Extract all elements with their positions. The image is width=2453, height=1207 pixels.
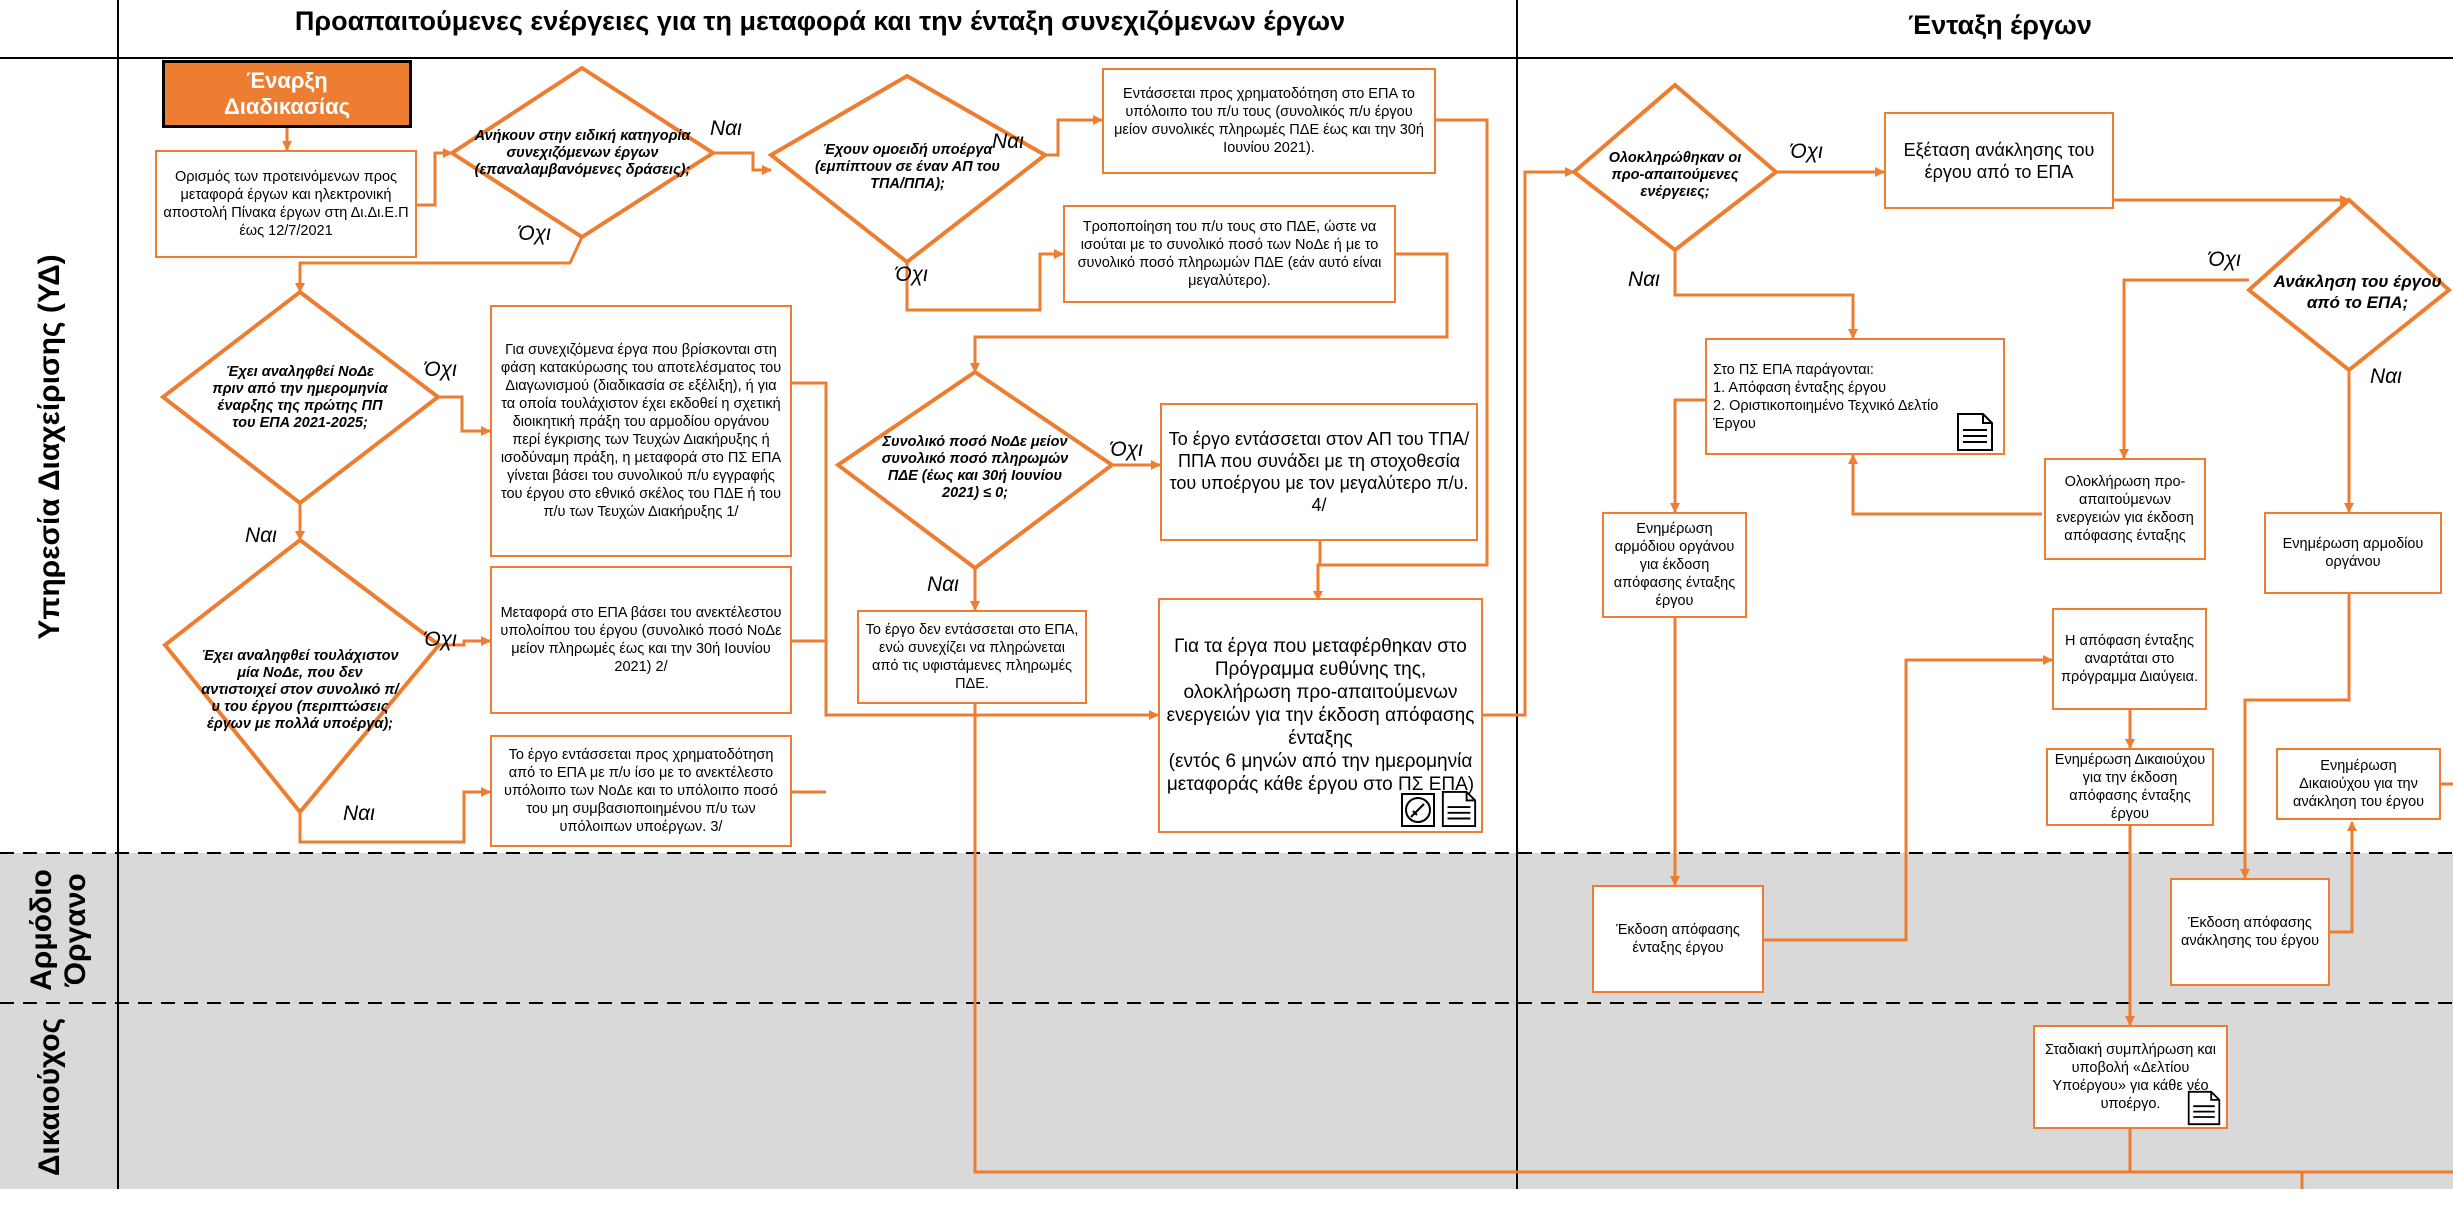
- label-yes-anafthei: Ναι: [245, 524, 277, 547]
- label-no-anikoun: Όχι: [518, 222, 551, 245]
- lane-label-yd: Υπηρεσία Διαχείρισης (ΥΔ): [33, 254, 66, 640]
- box-katakyrosi: Για συνεχιζόμενα έργα που βρίσκονται στη…: [490, 305, 792, 557]
- box-metafora-anektelestou: Μεταφορά στο ΕΠΑ βάσει του ανεκτέλεστου …: [490, 566, 792, 714]
- box-orismos: Ορισμός των προτεινόμενων προς μεταφορά …: [155, 150, 417, 258]
- label-yes-synoliko: Ναι: [927, 573, 959, 596]
- box-entassetai-ypoloipo: Εντάσσεται προς χρηματοδότηση στο ΕΠΑ το…: [1102, 68, 1436, 174]
- decision-anaklisi: Ανάκληση του έργου από το ΕΠΑ;: [2273, 272, 2442, 312]
- decision-toulaxiston-mia: Έχει αναληφθεί τουλάχιστον μία ΝοΔε, που…: [201, 647, 399, 732]
- document-icon: [1957, 413, 1993, 451]
- box-anartatai: Η απόφαση ένταξης αναρτάται στο πρόγραμμ…: [2052, 608, 2207, 710]
- box-oloklirosi-proapaitoumenon: Ολοκλήρωση προ-απαιτούμενων ενεργειών γι…: [2044, 458, 2206, 560]
- label-yes-anikoun: Ναι: [710, 117, 742, 140]
- box-exetasi-anaklisis: Εξέταση ανάκλησης του έργου από το ΕΠΑ: [1884, 112, 2114, 209]
- box-den-entassetai: Το έργο δεν εντάσσεται στο ΕΠΑ, ενώ συνε…: [857, 610, 1087, 704]
- box-enimerosi-dikaiouxou-anaklisis: Ενημέρωση Δικαιούχου για την ανάκληση το…: [2276, 748, 2441, 820]
- label-no-anafthei: Όχι: [424, 358, 457, 381]
- decision-synoliko-poso: Συνολικό ποσό ΝοΔε μείον συνολικό ποσό π…: [881, 433, 1069, 501]
- decision-anafthei-node: Έχει αναληφθεί ΝοΔε πριν από την ημερομη…: [212, 363, 388, 431]
- box-enimerosi-armodiou: Ενημέρωση αρμοδίου οργάνου: [2264, 512, 2442, 594]
- document-icon: [2187, 1090, 2221, 1126]
- compass-icon: [1401, 793, 1435, 827]
- label-yes-omoeidi: Ναι: [992, 130, 1024, 153]
- label-yes-toulaxiston: Ναι: [343, 802, 375, 825]
- label-no-oloklirothikan: Όχι: [1790, 140, 1823, 163]
- decision-anikoun: Ανήκουν στην ειδική κατηγορία συνεχιζόμε…: [474, 127, 691, 178]
- header-left: Προαπαιτούμενες ενέργειες για τη μεταφορ…: [294, 6, 1346, 36]
- box-programma-euthynis: Για τα έργα που μεταφέρθηκαν στο Πρόγραμ…: [1158, 598, 1483, 833]
- lane-organo-bg: [120, 853, 2453, 1189]
- box-tropopoiisi: Τροποποίηση του π/υ τους στο ΠΔΕ, ώστε ν…: [1063, 205, 1396, 303]
- label-no-synoliko: Όχι: [1110, 438, 1143, 461]
- label-yes-oloklirothikan: Ναι: [1628, 268, 1660, 291]
- decision-oloklirothikan: Ολοκληρώθηκαν οι προ-απαιτούμενες ενέργε…: [1608, 149, 1742, 200]
- box-enimerosi-organou-entaxis: Ενημέρωση αρμόδιου οργάνου για έκδοση απ…: [1602, 512, 1747, 618]
- label-yes-anaklisi: Ναι: [2370, 365, 2402, 388]
- box-ps-epa: Στο ΠΣ ΕΠΑ παράγονται: 1. Απόφαση ένταξη…: [1705, 338, 2005, 455]
- header-right: Ένταξη έργων: [1908, 10, 2092, 40]
- lane-label-dikaiouxos: Δικαιούχος: [33, 1017, 66, 1177]
- label-no-toulaxiston: Όχι: [424, 628, 457, 651]
- box-stadiaki: Σταδιακή συμπλήρωση και υποβολή «Δελτίου…: [2033, 1025, 2228, 1129]
- label-no-omoeidi: Όχι: [895, 263, 928, 286]
- box-enimerosi-dikaiouxou-entaxis: Ενημέρωση Δικαιούχου για την έκδοση απόφ…: [2046, 748, 2214, 826]
- box-ekdosi-anaklisis: Έκδοση απόφασης ανάκλησης του έργου: [2170, 878, 2330, 986]
- decision-omoeidi: Έχουν ομοειδή υποέργα (εμπίπτουν σε έναν…: [814, 142, 1001, 192]
- box-entassetai-ap: Το έργο εντάσσεται στον ΑΠ του ΤΠΑ/ΠΠΑ π…: [1160, 403, 1478, 541]
- label-no-anaklisi: Όχι: [2208, 248, 2241, 271]
- box-entassetai-anektelesto: Το έργο εντάσσεται προς χρηματοδότηση απ…: [490, 735, 792, 847]
- box-ekdosi-entaxis: Έκδοση απόφασης ένταξης έργου: [1592, 885, 1764, 993]
- lane-yd-label-bg: [0, 853, 120, 1189]
- document-icon: [1441, 790, 1477, 828]
- start-node: Έναρξη Διαδικασίας: [162, 60, 412, 128]
